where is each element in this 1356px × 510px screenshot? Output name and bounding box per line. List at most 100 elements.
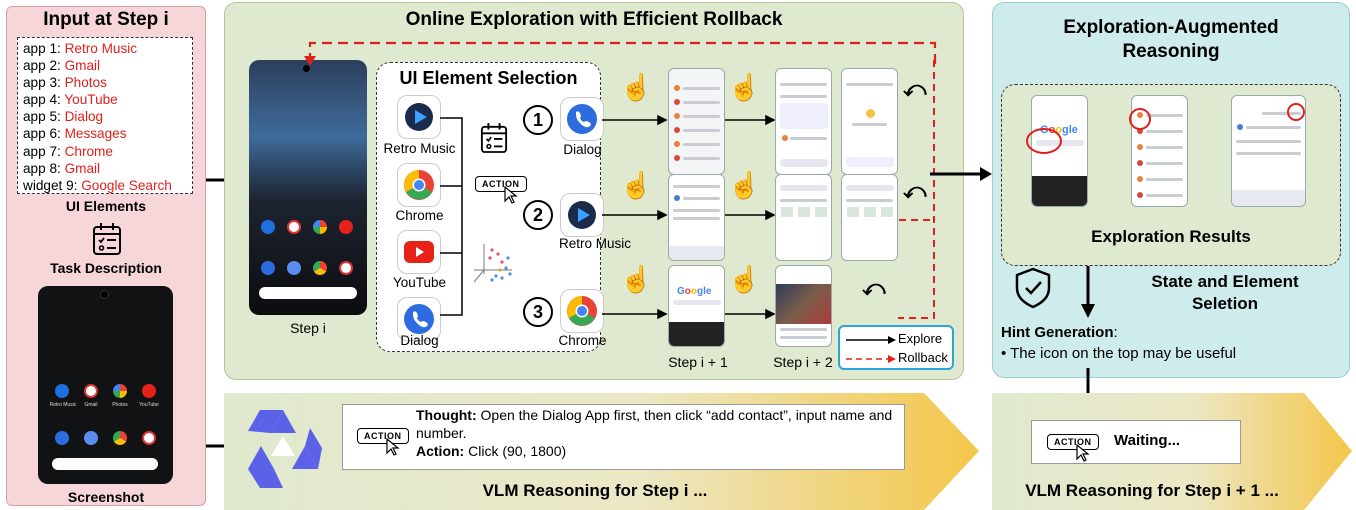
retro-music-screen-2 bbox=[775, 174, 832, 261]
back-arrow-icon: ⤺ bbox=[862, 275, 886, 300]
rollback-connectors bbox=[898, 60, 935, 319]
tap-hand-icon: ☝ bbox=[728, 72, 761, 102]
app-entry: app 8: Gmail bbox=[23, 160, 101, 176]
phone-icon bbox=[55, 431, 69, 445]
retro-music-screen-1 bbox=[668, 174, 725, 261]
step-i-label: Step i bbox=[290, 320, 326, 336]
google-logo: Google bbox=[677, 286, 712, 297]
qwen-logo-icon bbox=[248, 410, 322, 488]
highlight-circle bbox=[1129, 108, 1151, 130]
camera-dot bbox=[303, 65, 310, 72]
photos-icon bbox=[113, 384, 127, 398]
screenshot-label: Screenshot bbox=[67, 489, 145, 505]
dialog-screen-2 bbox=[775, 68, 832, 175]
ui-elements-label: UI Elements bbox=[65, 198, 147, 214]
step-i-phone bbox=[249, 60, 367, 315]
app-label: Dialog bbox=[400, 333, 439, 348]
gmail-icon bbox=[142, 431, 156, 445]
chrome-icon bbox=[313, 261, 327, 275]
waiting-text: Waiting... bbox=[1114, 432, 1181, 449]
ui-selection-title: UI Element Selection bbox=[399, 68, 578, 88]
chrome-icon bbox=[113, 431, 127, 445]
result-screen-dialog bbox=[1131, 95, 1188, 207]
cursor-icon bbox=[386, 438, 400, 456]
selection-bracket bbox=[440, 117, 463, 316]
thought-text: Thought: Open the Dialog App first, then… bbox=[416, 407, 893, 459]
dialog-phone-icon bbox=[397, 297, 441, 341]
clipboard-icon bbox=[480, 123, 508, 153]
gmail-icon bbox=[287, 220, 301, 234]
branch-number: 3 bbox=[523, 297, 553, 327]
chrome-screen-2 bbox=[775, 265, 832, 347]
tap-hand-icon: ☝ bbox=[620, 264, 653, 294]
action-badge: ACTION bbox=[1047, 434, 1099, 450]
exploration-results-label: Exploration Results bbox=[1091, 227, 1251, 246]
explore-legend-arrow bbox=[846, 336, 896, 344]
explore-arrows bbox=[602, 114, 776, 320]
app-entry: app 2: Gmail bbox=[23, 58, 101, 74]
gmail-icon bbox=[84, 384, 98, 398]
app-label: Retro Music bbox=[383, 141, 456, 156]
dialog-screen-3 bbox=[841, 68, 898, 175]
chrome-icon bbox=[397, 163, 441, 207]
youtube-icon bbox=[339, 220, 353, 234]
action-badge: ACTION bbox=[475, 176, 527, 192]
clipboard-icon bbox=[93, 223, 121, 255]
dock-label: Gmail bbox=[84, 402, 98, 408]
app-entry: app 7: Chrome bbox=[23, 143, 113, 159]
reasoning-title-1: Exploration-Augmented bbox=[1063, 17, 1279, 38]
arrow-to-reasoning bbox=[930, 167, 992, 181]
hint-text: • The icon on the top may be useful bbox=[1001, 345, 1237, 362]
back-arrow-icon: ⤺ bbox=[903, 178, 927, 203]
photos-icon bbox=[313, 220, 327, 234]
retro-music-icon bbox=[397, 95, 441, 139]
hint-generation-label: Hint Generation: bbox=[1001, 324, 1118, 341]
dock-label: Photos bbox=[112, 402, 128, 408]
cursor-icon bbox=[504, 186, 518, 204]
cursor-icon bbox=[1076, 444, 1090, 462]
legend-explore: Explore bbox=[898, 331, 943, 346]
thought-box bbox=[342, 404, 905, 470]
tap-hand-icon: ☝ bbox=[620, 72, 653, 102]
highlight-circle bbox=[1026, 128, 1062, 154]
branch-app-label: Retro Music bbox=[558, 236, 631, 251]
app-label: Chrome bbox=[395, 208, 444, 223]
scatter-plot-icon bbox=[473, 244, 512, 283]
state-element-label-1: State and Element bbox=[1151, 272, 1299, 291]
input-panel-title: Input at Step i bbox=[43, 9, 169, 30]
google-search-widget bbox=[259, 287, 357, 299]
branch-app-label: Dialog bbox=[563, 142, 602, 157]
messages-icon bbox=[84, 431, 98, 445]
rollback-legend-arrow bbox=[846, 355, 896, 363]
app-entry: app 3: Photos bbox=[23, 75, 107, 91]
step-i1-label: Step i + 1 bbox=[668, 354, 728, 370]
action-badge: ACTION bbox=[357, 428, 409, 444]
tap-hand-icon: ☝ bbox=[728, 264, 761, 294]
tap-hand-icon: ☝ bbox=[728, 170, 761, 200]
dock-label: YouTube bbox=[139, 402, 159, 408]
retro-music-icon bbox=[261, 220, 275, 234]
chrome-icon bbox=[560, 289, 604, 333]
rollback-path bbox=[304, 41, 937, 66]
state-element-label-2: Seletion bbox=[1191, 294, 1259, 313]
app-entry: widget 9: Google Search bbox=[23, 177, 172, 193]
branch-app-label: Chrome bbox=[558, 333, 607, 348]
vlm-footer: VLM Reasoning for Step i ... bbox=[482, 481, 708, 500]
back-arrow-icon: ⤺ bbox=[903, 76, 927, 101]
retro-music-icon bbox=[560, 193, 604, 237]
branch-number: 1 bbox=[523, 105, 553, 135]
ui-elements-list: app 1: Retro Music app 2: Gmail app 3: P… bbox=[17, 37, 193, 194]
dock-label: Retro Music bbox=[49, 402, 77, 408]
result-screen-chrome: Google bbox=[1031, 95, 1088, 207]
google-search-widget bbox=[52, 458, 158, 470]
app-entry: app 1: Retro Music bbox=[23, 41, 138, 56]
shield-check-icon bbox=[1015, 267, 1051, 309]
retro-music-screen-3 bbox=[841, 174, 898, 261]
youtube-icon bbox=[397, 230, 441, 274]
highlight-circle bbox=[1287, 103, 1305, 121]
app-label: YouTube bbox=[392, 275, 447, 290]
retro-music-icon bbox=[55, 384, 69, 398]
step-i2-label: Step i + 2 bbox=[773, 354, 833, 370]
app-entry: app 6: Messages bbox=[23, 126, 127, 142]
messages-icon bbox=[287, 261, 301, 275]
